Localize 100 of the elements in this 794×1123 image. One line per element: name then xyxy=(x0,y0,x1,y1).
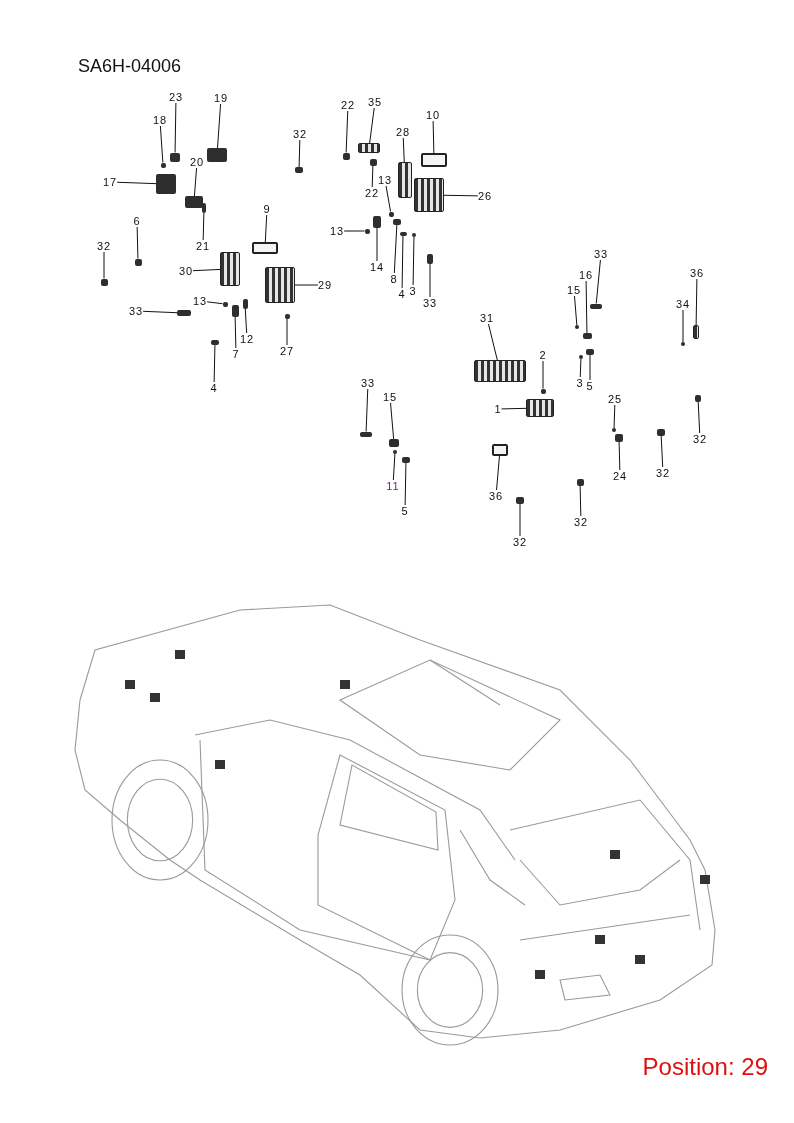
part-drawing xyxy=(202,203,206,213)
callout-number: 11 xyxy=(386,480,400,492)
leader-line xyxy=(595,259,601,304)
callout-number: 30 xyxy=(178,265,194,277)
part-drawing xyxy=(364,228,370,234)
part-drawing xyxy=(412,233,416,237)
callout-number: 21 xyxy=(195,240,211,252)
part-drawing xyxy=(414,178,444,212)
callout-number: 15 xyxy=(382,391,398,403)
callout-number: 23 xyxy=(168,91,184,103)
part-drawing xyxy=(427,254,433,264)
leader-line xyxy=(574,295,578,326)
leader-line xyxy=(501,407,527,410)
part-drawing xyxy=(185,196,203,208)
callout-number: 33 xyxy=(593,248,609,260)
leader-line xyxy=(174,102,177,153)
part-drawing xyxy=(516,496,524,504)
part-drawing xyxy=(575,325,579,329)
part-drawing xyxy=(231,305,239,317)
part-drawing xyxy=(156,174,176,194)
part-drawing xyxy=(421,153,447,167)
callout-number: 16 xyxy=(578,269,594,281)
part-drawing xyxy=(582,333,592,339)
callout-number: 12 xyxy=(239,333,255,345)
callout-number: 7 xyxy=(232,348,240,360)
callout-number: 31 xyxy=(479,312,495,324)
callout-number: 20 xyxy=(189,156,205,168)
callout-number: 18 xyxy=(152,114,168,126)
leader-line xyxy=(376,227,378,262)
leader-line xyxy=(579,485,582,517)
leader-line xyxy=(542,360,544,389)
leader-line xyxy=(294,284,319,286)
callout-number: 14 xyxy=(369,261,385,273)
leader-line xyxy=(432,120,435,154)
callout-number: 3 xyxy=(409,285,417,297)
leader-line xyxy=(613,404,616,429)
part-drawing xyxy=(207,148,227,162)
part-drawing xyxy=(360,431,372,437)
leader-line xyxy=(404,462,407,506)
part-drawing xyxy=(393,219,401,225)
part-drawing xyxy=(134,258,142,266)
callout-number: 29 xyxy=(317,279,333,291)
leader-line xyxy=(234,316,237,349)
callout-number: 28 xyxy=(395,126,411,138)
part-drawing xyxy=(342,152,350,160)
leader-line xyxy=(393,224,398,274)
part-drawing xyxy=(612,428,616,432)
callout-number: 13 xyxy=(329,225,345,237)
part-drawing xyxy=(576,478,584,486)
part-drawing xyxy=(358,143,380,153)
part-drawing xyxy=(220,252,240,286)
callout-number: 19 xyxy=(213,92,229,104)
callout-number: 10 xyxy=(425,109,441,121)
part-drawing xyxy=(252,242,278,254)
callout-number: 32 xyxy=(573,516,589,528)
callout-number: 32 xyxy=(692,433,708,445)
callout-number: 36 xyxy=(689,267,705,279)
leader-line xyxy=(402,137,405,163)
part-drawing xyxy=(402,457,410,463)
part-drawing xyxy=(242,299,248,309)
leader-line xyxy=(116,181,157,185)
part-drawing xyxy=(526,399,554,417)
part-drawing xyxy=(170,152,180,162)
leader-line xyxy=(202,212,205,241)
callout-number: 26 xyxy=(477,190,493,202)
part-drawing xyxy=(160,162,166,168)
callout-number: 25 xyxy=(607,393,623,405)
callout-number: 32 xyxy=(292,128,308,140)
leader-line xyxy=(385,185,392,212)
leader-line xyxy=(136,226,139,259)
leader-line xyxy=(697,401,701,434)
callout-number: 13 xyxy=(192,295,208,307)
part-drawing xyxy=(540,388,546,394)
part-drawing xyxy=(222,301,228,307)
leader-line xyxy=(401,235,404,289)
callout-number: 32 xyxy=(512,536,528,548)
part-drawing xyxy=(398,162,412,198)
leader-line xyxy=(142,310,178,314)
leader-line xyxy=(695,278,698,326)
leader-line xyxy=(343,230,365,232)
leader-line xyxy=(365,388,369,432)
callout-number: 35 xyxy=(367,96,383,108)
part-drawing xyxy=(388,211,394,217)
leader-line xyxy=(443,194,479,197)
part-drawing xyxy=(681,342,685,346)
part-drawing xyxy=(693,325,699,339)
part-drawing xyxy=(100,278,108,286)
part-drawing xyxy=(265,267,295,303)
leader-line xyxy=(244,308,248,334)
title: SA6H-04006 xyxy=(78,56,182,77)
part-drawing xyxy=(474,360,526,382)
leader-line xyxy=(682,309,684,343)
callout-number: 34 xyxy=(675,298,691,310)
callout-number: 33 xyxy=(422,297,438,309)
callout-number: 13 xyxy=(377,174,393,186)
leader-line xyxy=(371,165,374,188)
leader-line xyxy=(519,503,521,537)
callout-number: 27 xyxy=(279,345,295,357)
part-drawing xyxy=(615,434,623,442)
callout-number: 9 xyxy=(263,203,271,215)
